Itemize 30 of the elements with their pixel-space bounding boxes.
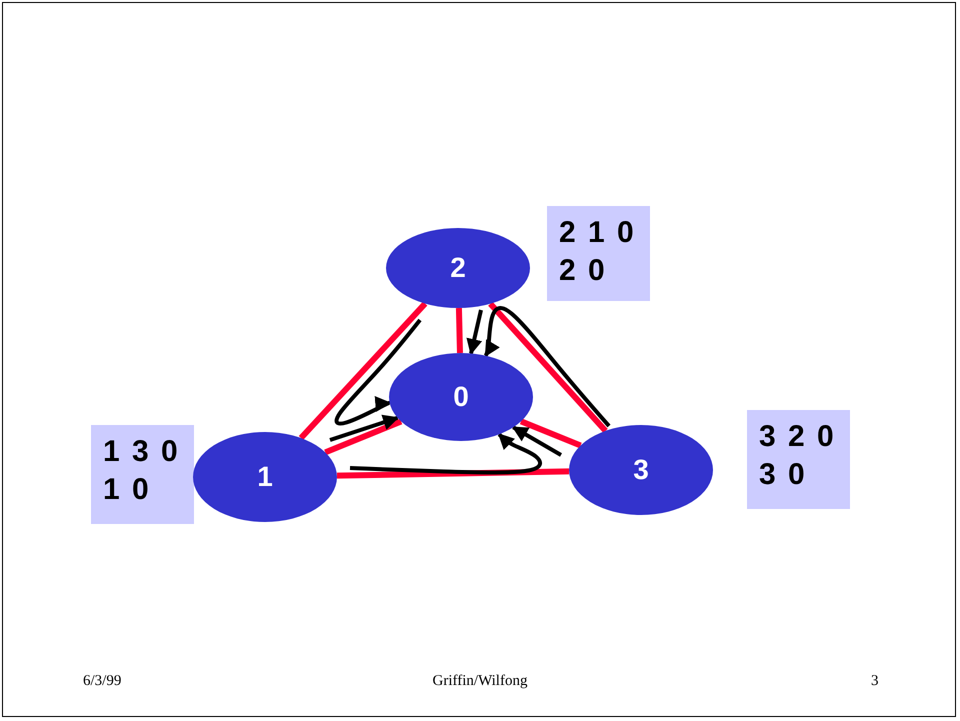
page-number: 3 <box>871 673 878 690</box>
path-list-panel <box>747 410 850 509</box>
link-line <box>336 468 570 479</box>
link-line <box>298 302 428 440</box>
footer-text: Griffin/Wilfong <box>432 673 528 690</box>
path-list-panel <box>91 425 194 524</box>
path-text: 2 0 <box>559 253 606 289</box>
date-text: 6/3/99 <box>83 673 122 690</box>
path-arrow <box>329 414 400 442</box>
link-line <box>520 418 582 448</box>
node-label: 1 <box>257 461 273 493</box>
path-text: 1 0 <box>103 472 150 508</box>
path-text: 3 0 <box>759 457 806 493</box>
router-node <box>193 432 337 522</box>
path-text: 1 3 0 <box>103 434 179 470</box>
router-node <box>569 425 713 515</box>
path-arrow <box>350 432 542 475</box>
path-arrow <box>334 318 422 426</box>
path-text: 2 1 0 <box>559 215 635 251</box>
path-text: 3 2 0 <box>759 419 835 455</box>
router-node <box>386 228 530 308</box>
node-label: 2 <box>450 252 466 284</box>
path-list-panel <box>547 206 650 301</box>
router-node <box>389 353 533 441</box>
node-label: 0 <box>453 381 469 413</box>
link-line <box>324 418 402 456</box>
node-label: 3 <box>633 454 649 486</box>
path-arrow <box>466 310 483 355</box>
link-line <box>456 308 463 354</box>
path-arrow <box>512 426 562 457</box>
